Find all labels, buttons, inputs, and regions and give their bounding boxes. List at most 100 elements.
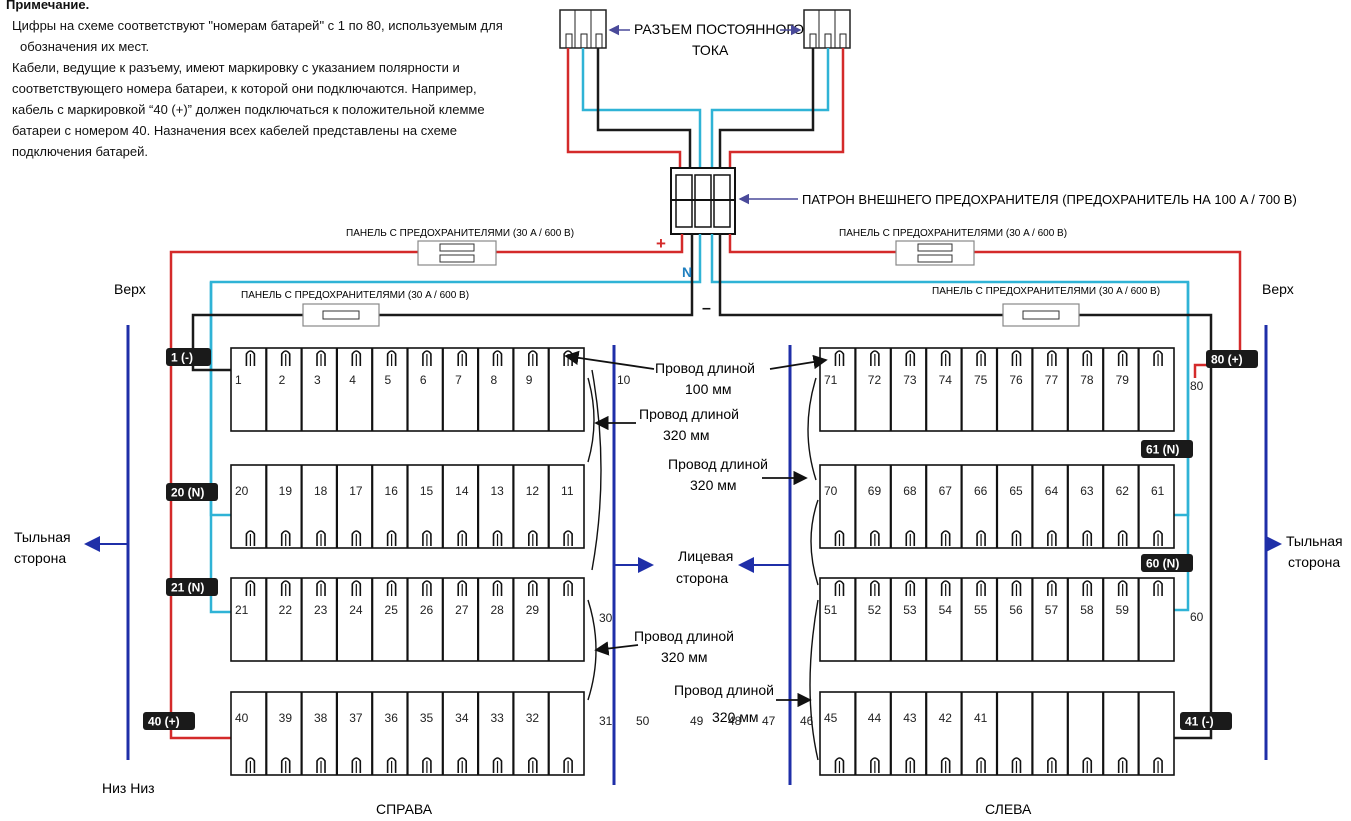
battery-terminal-icon <box>386 580 397 596</box>
battery-number: 70 <box>824 484 838 498</box>
battery-terminal-icon <box>245 757 256 773</box>
note-block: Примечание. Цифры на схеме соответствуют… <box>6 0 546 162</box>
battery-terminal-icon <box>245 580 256 596</box>
battery-terminal-icon <box>976 350 986 366</box>
label-right-side: СПРАВА <box>376 801 433 817</box>
svg-text:40 (+): 40 (+) <box>148 715 180 729</box>
battery-terminal-icon <box>870 580 880 596</box>
battery-number: 31 <box>599 714 613 728</box>
battery-terminal-icon <box>316 757 326 773</box>
label-back-right-line2: сторона <box>1288 554 1340 570</box>
battery-number: 8 <box>490 373 497 387</box>
battery-terminal-icon <box>457 350 468 366</box>
battery-terminal-icon <box>280 757 291 773</box>
battery-number: 74 <box>939 373 953 387</box>
battery-terminal-icon <box>422 350 432 366</box>
fuse-panel-top-right <box>895 240 975 266</box>
note-line: обозначения их мест. <box>20 39 150 54</box>
polarity-plus: + <box>656 234 666 253</box>
battery-number: 77 <box>1045 373 1059 387</box>
battery-number: 9 <box>526 373 533 387</box>
label-top-right: Верх <box>1262 281 1294 297</box>
interrow-wire <box>809 599 819 761</box>
battery-number: 65 <box>1009 484 1023 498</box>
battery-terminal-icon <box>1011 530 1022 546</box>
battery-number: 73 <box>903 373 917 387</box>
battery-terminal-icon <box>976 530 986 546</box>
battery-number: 61 <box>1151 484 1165 498</box>
battery-terminal-icon <box>1082 757 1093 773</box>
battery-terminal-icon <box>834 530 845 546</box>
battery-number: 12 <box>526 484 540 498</box>
label-top-left: Верх <box>114 281 146 297</box>
battery-number: 79 <box>1116 373 1130 387</box>
battery-terminal-icon <box>316 350 326 366</box>
battery-terminal-icon <box>834 350 845 366</box>
battery-terminal-icon <box>563 757 573 773</box>
wire-label-length: 320 мм <box>690 477 737 493</box>
battery-terminal-icon <box>280 580 291 596</box>
connector-label-line2: ТОКА <box>692 42 729 58</box>
wire-label-line: Провод длиной <box>639 406 739 422</box>
interrow-wire <box>587 377 595 463</box>
battery-number: 46 <box>800 714 814 728</box>
battery-terminal-icon <box>422 580 432 596</box>
battery-number: 66 <box>974 484 988 498</box>
battery-number: 47 <box>762 714 776 728</box>
battery-number: 68 <box>903 484 917 498</box>
connector-cables <box>566 48 845 168</box>
battery-terminal-icon <box>1117 757 1128 773</box>
battery-number: 45 <box>824 711 838 725</box>
note-line: батареи с номером 40. Назначения всех ка… <box>12 123 457 138</box>
battery-terminal-icon <box>528 350 538 366</box>
battery-terminal-icon <box>870 350 880 366</box>
battery-number: 3 <box>314 373 321 387</box>
battery-terminal-icon <box>870 757 880 773</box>
battery-number: 60 <box>1190 610 1204 624</box>
battery-number: 27 <box>455 603 469 617</box>
battery-terminal-icon <box>870 530 880 546</box>
fuse-panel-label: ПАНЕЛЬ С ПРЕДОХРАНИТЕЛЯМИ (30 A / 600 B) <box>839 228 1067 239</box>
battery-number: 25 <box>385 603 399 617</box>
polarity-minus: – <box>702 300 711 317</box>
battery-terminal-icon <box>1153 350 1163 366</box>
battery-number: 38 <box>314 711 328 725</box>
battery-number: 44 <box>868 711 882 725</box>
battery-terminal-icon <box>492 350 503 366</box>
note-line: соответствующего номера батареи, к котор… <box>12 81 477 96</box>
battery-terminal-icon <box>1153 757 1163 773</box>
battery-terminal-icon <box>940 530 951 546</box>
battery-number: 17 <box>349 484 363 498</box>
svg-text:61 (N): 61 (N) <box>1146 443 1179 457</box>
battery-number: 20 <box>235 484 249 498</box>
wire-label-length: 320 мм <box>661 649 708 665</box>
battery-terminal-icon <box>457 530 468 546</box>
battery-terminal-icon <box>940 350 951 366</box>
terminal-badge-21: 21 (N) <box>166 578 218 596</box>
svg-text:41 (-): 41 (-) <box>1185 715 1214 729</box>
battery-terminal-icon <box>386 350 397 366</box>
battery-number: 13 <box>490 484 504 498</box>
label-left-side: СЛЕВА <box>985 801 1032 817</box>
battery-number: 62 <box>1116 484 1130 498</box>
battery-number: 75 <box>974 373 988 387</box>
battery-number: 28 <box>490 603 504 617</box>
battery-number: 11 <box>561 484 574 498</box>
battery-number: 14 <box>455 484 469 498</box>
battery-number: 56 <box>1009 603 1023 617</box>
battery-number: 55 <box>974 603 988 617</box>
battery-terminal-icon <box>1011 350 1022 366</box>
battery-number: 19 <box>279 484 293 498</box>
battery-terminal-icon <box>351 757 362 773</box>
dc-connector-left <box>559 9 607 49</box>
battery-number: 22 <box>279 603 293 617</box>
battery-number: 2 <box>279 373 286 387</box>
battery-number: 5 <box>385 373 392 387</box>
wire-label-length: 320 мм <box>663 427 710 443</box>
battery-terminal-icon <box>834 757 845 773</box>
label-back-left-line1: Тыльная <box>14 529 71 545</box>
